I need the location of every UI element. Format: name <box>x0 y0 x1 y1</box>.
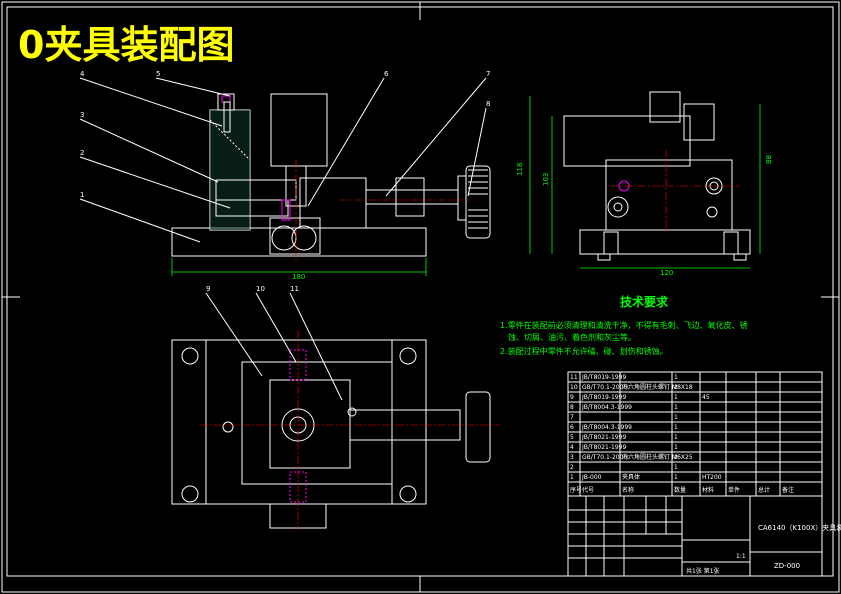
bom-cell: HT200 <box>702 474 722 481</box>
bom-cell: 11 <box>570 374 578 381</box>
bom-cell: 1 <box>570 474 574 481</box>
bom-cell: 1 <box>674 474 678 481</box>
leaders-top: 9 10 11 <box>205 285 343 401</box>
leader-1: 1 <box>80 191 84 199</box>
top-view <box>171 330 500 530</box>
bom-cell: JB-000 <box>581 474 602 481</box>
drawing-scale: 1:1 <box>736 553 746 560</box>
tech-line2: 2.装配过程中零件不允许磕、碰、划伤和锈蚀。 <box>500 346 668 356</box>
leaders-front: 4 5 3 2 1 6 7 8 <box>79 70 490 243</box>
bom-header-cell: 备注 <box>782 486 794 494</box>
bom-header-cell: 名称 <box>622 486 634 494</box>
front-view: 180 <box>171 93 491 281</box>
bom-cell: 夹具体 <box>622 473 640 481</box>
side-view: 120 118 103 88 <box>516 91 773 277</box>
tech-line1: 1.零件在装配前必须清理和清洗干净，不得有毛刺、飞边、氧化皮、锈 <box>500 320 748 330</box>
bom-header-cell: 序号 <box>570 486 582 494</box>
bom-cell: 1 <box>674 394 678 401</box>
dim-side-h2: 103 <box>542 173 550 186</box>
drawing-sheets: 共1张 第1张 <box>686 567 720 575</box>
bom-cell: 1 <box>674 414 678 421</box>
leader-7: 7 <box>486 70 490 78</box>
page-title: 0夹具装配图 <box>18 23 234 67</box>
leader-2: 2 <box>80 149 84 157</box>
leader-5: 5 <box>156 70 160 78</box>
bom-cell: 1 <box>674 434 678 441</box>
bom-cell: 45 <box>702 394 710 401</box>
bom-header-cell: 总计 <box>758 486 770 494</box>
bom-header-cell: 代号 <box>582 486 594 494</box>
bom-header-cell: 单件 <box>728 486 740 494</box>
bom-cell: JB/T8021-1999 <box>581 434 626 441</box>
bom-header-cell: 数量 <box>674 486 686 494</box>
bom-cell: JB/T8004.3-1999 <box>581 424 632 431</box>
bom-cell: 6 <box>570 424 574 431</box>
drawing-name: CA6140（K100X）夹具装配图 <box>758 523 841 532</box>
bom-cell: 2 <box>674 384 678 391</box>
leader-9: 9 <box>206 285 210 293</box>
bom-cell: 3 <box>570 454 574 461</box>
bom-cell: 1 <box>674 424 678 431</box>
leader-4: 4 <box>80 70 85 78</box>
bom-cell: JB/T8019-1999 <box>581 394 626 401</box>
bom-cell: JB/T8019-1999 <box>581 374 626 381</box>
dim-side-width: 120 <box>660 269 673 277</box>
tech-line1b: 蚀、切屑、油污、着色剂和灰尘等。 <box>508 332 636 342</box>
bom-cell: JB/T8021-1999 <box>581 444 626 451</box>
bom-cell: JB/T8004.3-1999 <box>581 404 632 411</box>
leader-8: 8 <box>486 100 490 108</box>
bom-cell: 7 <box>570 414 574 421</box>
tech-heading: 技术要求 <box>620 294 669 309</box>
bom-cell: 1 <box>674 374 678 381</box>
bom-cell: 10 <box>570 384 578 391</box>
bom-cell: 内六角圆柱头螺钉 M6X25 <box>622 453 693 461</box>
title-block: CA6140（K100X）夹具装配图 ZD-000 1:1 共1张 第1张 <box>567 495 841 577</box>
bom-cell: 1 <box>674 444 678 451</box>
bom-cell: 1 <box>674 464 678 471</box>
bom-cell: 8 <box>570 404 574 411</box>
bom-cell: 1 <box>674 404 678 411</box>
bom-header-cell: 材料 <box>702 486 714 494</box>
bom-cell: 2 <box>570 464 574 471</box>
bom-cell: 9 <box>570 394 574 401</box>
bom-cell: GB/T70.1-2000 <box>582 454 627 461</box>
dim-side-h3: 88 <box>765 155 773 164</box>
dim-side-h1: 118 <box>516 163 524 176</box>
drawing-code: ZD-000 <box>774 562 800 570</box>
bom-cell: 2 <box>674 454 678 461</box>
leader-11: 11 <box>290 285 299 293</box>
dim-front-width: 180 <box>292 273 305 281</box>
tech-requirements: 技术要求 1.零件在装配前必须清理和清洗干净，不得有毛刺、飞边、氧化皮、锈 蚀、… <box>500 294 748 356</box>
leader-10: 10 <box>256 285 265 293</box>
bom-cell: GB/T70.1-2000 <box>582 384 627 391</box>
bom-cell: 4 <box>570 444 574 451</box>
leader-3: 3 <box>80 111 84 119</box>
bom-cell: 5 <box>570 434 574 441</box>
leader-6: 6 <box>384 70 389 78</box>
bom-cell: 内六角圆柱头螺钉 M8X18 <box>622 383 693 391</box>
